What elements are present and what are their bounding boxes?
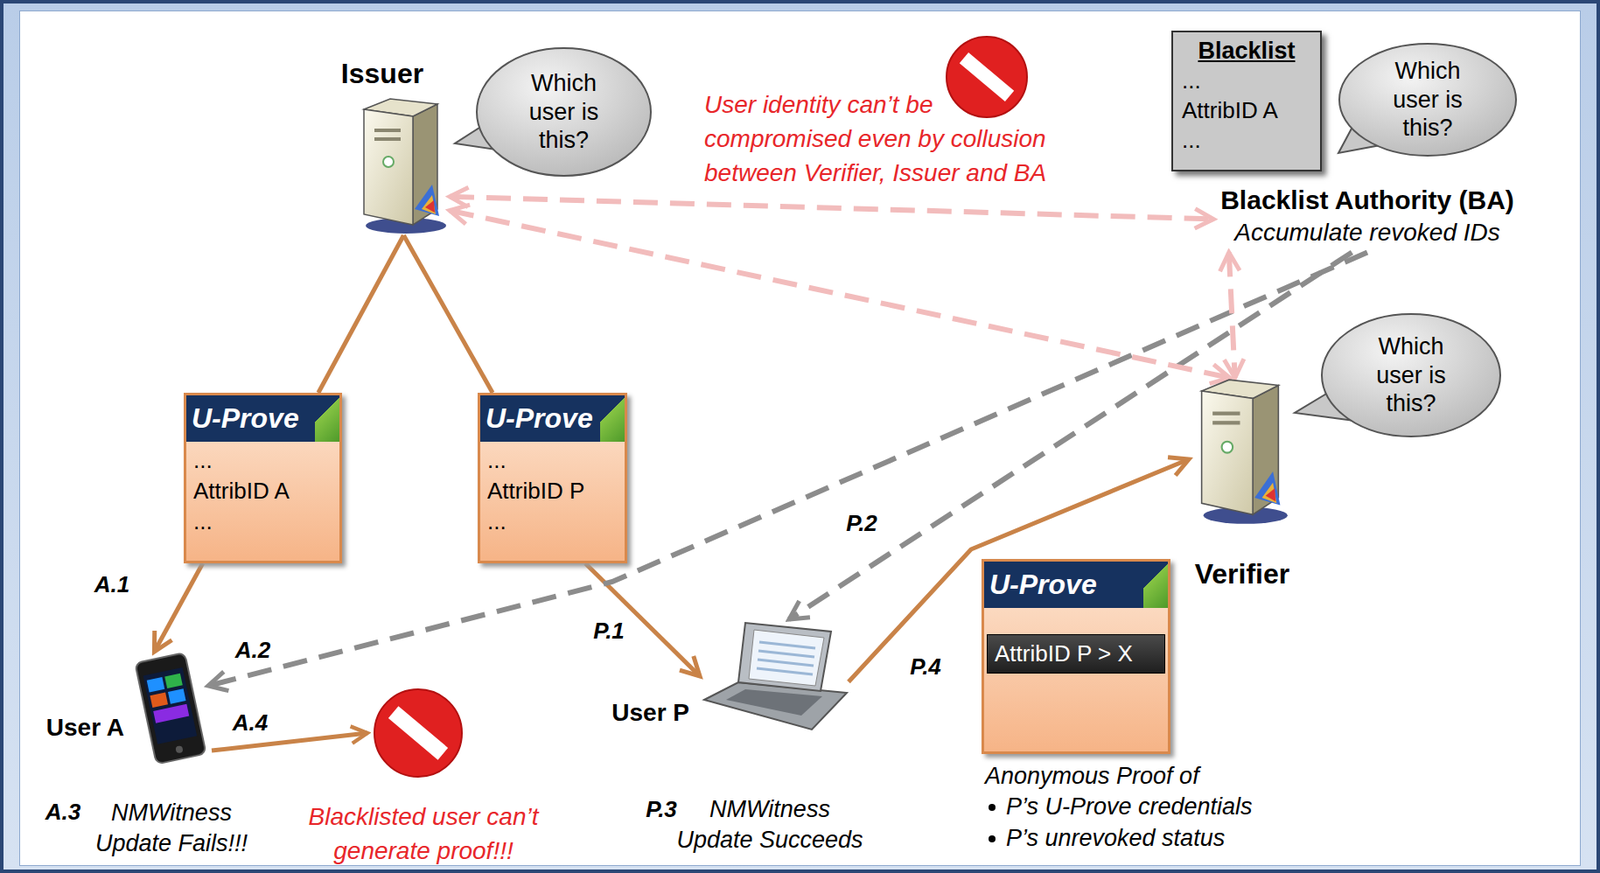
bubble-text: Which user is this? (511, 69, 617, 156)
step-number: P.2 (843, 510, 881, 538)
logo-text: U-Prove (485, 402, 594, 435)
speech-bubble: Which user is this? (1336, 41, 1519, 159)
connector (1229, 252, 1236, 379)
bullet-dot (988, 835, 996, 843)
proof-card: U-ProveAttribID P > X (981, 558, 1171, 755)
step-number: A.2 (232, 636, 273, 664)
proof-caption: Anonymous Proof of (985, 761, 1200, 792)
logo-header: U-Prove (984, 561, 1168, 608)
logo-text: U-Prove (989, 568, 1097, 601)
step-number: A.3 (45, 798, 81, 826)
icon (1188, 377, 1292, 526)
step-number: P.3 (645, 796, 678, 824)
list-heading: Blacklist (1181, 35, 1312, 67)
authority-role: Accumulate revoked IDs (1220, 216, 1515, 248)
step-number: A.1 (91, 571, 133, 599)
predicate-bar: AttribID P > X (986, 634, 1166, 674)
bubble-text-area: Which user is this? (474, 45, 654, 179)
device-icon: Verifier (1188, 377, 1292, 526)
bullet-dot (988, 803, 996, 811)
speech-bubble: Which user is this? (1319, 311, 1503, 440)
logo-text: U-Prove (191, 402, 300, 435)
logo-header: U-Prove (480, 395, 625, 442)
connector (789, 252, 1352, 621)
credential-card: U-Prove...AttribID P... (477, 392, 628, 564)
step-number: A.4 (232, 709, 268, 737)
blacklist-box: Blacklist...AttribID A... (1171, 30, 1322, 172)
logo-swoosh (1143, 561, 1168, 608)
attribute-text: AttribID A (186, 475, 340, 507)
step-number: P.4 (907, 653, 944, 681)
list-entry: ... (1181, 66, 1312, 97)
attribute-text: ... (480, 506, 625, 538)
logo-header: U-Prove (186, 395, 340, 442)
connector (208, 252, 1368, 687)
step-number: P.1 (590, 617, 628, 645)
warning-note: Blacklisted user can’t generate proof!!! (292, 799, 555, 868)
status-note: NMWitness Update Fails!!! (83, 797, 259, 860)
status-note: NMWitness Update Succeeds (672, 794, 867, 856)
connector (318, 235, 405, 393)
list-entry: AttribID A (1181, 96, 1312, 126)
logo-swoosh (600, 395, 625, 442)
proof-item: P’s unrevoked status (1006, 823, 1225, 854)
connector (403, 235, 493, 393)
authority-name: Blacklist Authority (BA) (1220, 183, 1515, 217)
node-title: User P (611, 698, 690, 727)
bubble-text: Which user is this? (1375, 56, 1481, 144)
node-title: Issuer (341, 57, 424, 91)
connector (153, 563, 203, 652)
logo-swoosh (314, 395, 340, 442)
credential-card: U-Prove...AttribID A... (183, 392, 343, 564)
authority-title: Blacklist Authority (BA)Accumulate revok… (1213, 178, 1522, 253)
bubble-text-area: Which user is this? (1319, 311, 1503, 440)
speech-bubble: Which user is this? (474, 45, 654, 179)
card-body: ...AttribID P... (480, 441, 625, 538)
icon (351, 97, 450, 236)
connector (449, 210, 1230, 378)
attribute-text: ... (186, 506, 340, 538)
blocked-arrow (211, 733, 368, 751)
attribute-text: AttribID P (480, 475, 625, 507)
proof-item: P’s U-Prove credentials (1006, 791, 1253, 823)
node-title: Verifier (1194, 558, 1291, 591)
attribute-text: ... (186, 445, 340, 476)
no-symbol (374, 689, 462, 777)
attribute-text: ... (480, 445, 625, 476)
device-icon: User P (699, 619, 849, 734)
predicate-text: AttribID P > X (994, 640, 1158, 668)
icon (699, 619, 849, 734)
bubble-text: Which user is this? (1358, 332, 1464, 420)
card-body: ...AttribID A... (186, 441, 340, 538)
connector (449, 196, 1214, 220)
connector (585, 563, 700, 677)
list-entry: ... (1181, 125, 1312, 156)
connector (848, 459, 1189, 683)
device-icon: User A (131, 651, 209, 766)
no-symbol (946, 36, 1028, 118)
device-icon: Issuer (351, 97, 450, 236)
node-title: User A (46, 713, 125, 742)
bubble-text-area: Which user is this? (1336, 41, 1519, 159)
icon (131, 651, 209, 766)
warning-note: User identity can’t be compromised even … (704, 87, 1072, 191)
